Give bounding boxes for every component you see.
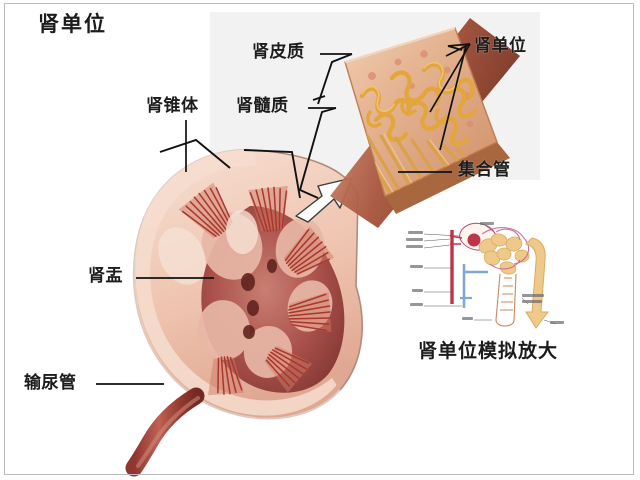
label-renal-pelvis: 肾盂	[88, 266, 123, 286]
renal-vein	[462, 264, 488, 308]
renal-pyramid	[288, 292, 332, 332]
label-renal-cortex: 肾皮质	[252, 42, 305, 62]
leader-lines	[96, 43, 471, 385]
calyx-openings	[241, 259, 277, 339]
renal-pyramids	[178, 182, 335, 396]
ureter-tube	[125, 387, 205, 477]
label-nephron: 肾单位	[474, 36, 527, 56]
renal-pyramid	[178, 182, 233, 239]
leader-nephron-c	[439, 45, 467, 151]
renal-pyramid	[208, 356, 244, 396]
inset-caption: 肾单位模拟放大	[418, 340, 559, 362]
renal-pyramid	[283, 226, 335, 276]
renal-pyramid	[248, 185, 288, 233]
bracket-renal-pyramid	[159, 138, 231, 169]
label-renal-medulla: 肾髓质	[236, 96, 289, 116]
bracket-medulla	[298, 107, 337, 199]
renal-pyramid	[264, 345, 313, 393]
magnified-wedge	[330, 18, 520, 228]
distal-tubule	[481, 227, 529, 270]
collecting-duct	[525, 237, 549, 329]
leader-nephron-join	[447, 43, 471, 51]
nephron-schematic	[404, 212, 572, 338]
inset-micro-labels	[406, 222, 564, 324]
loop-of-henle	[495, 273, 517, 327]
bracket-cortex	[317, 53, 353, 105]
renal-columns	[158, 210, 259, 285]
cortex-band	[135, 149, 340, 416]
wedge-side-face	[385, 142, 510, 214]
label-renal-pyramid: 肾锥体	[146, 96, 199, 116]
glomerulus	[467, 233, 481, 247]
bracket-tick	[312, 95, 326, 101]
bracket-kidney-wedge	[243, 149, 301, 199]
page-title: 肾单位	[38, 12, 107, 36]
label-ureter: 输尿管	[24, 373, 77, 393]
kidney-cross-section	[125, 147, 363, 477]
label-collecting-duct: 集合管	[458, 160, 511, 180]
